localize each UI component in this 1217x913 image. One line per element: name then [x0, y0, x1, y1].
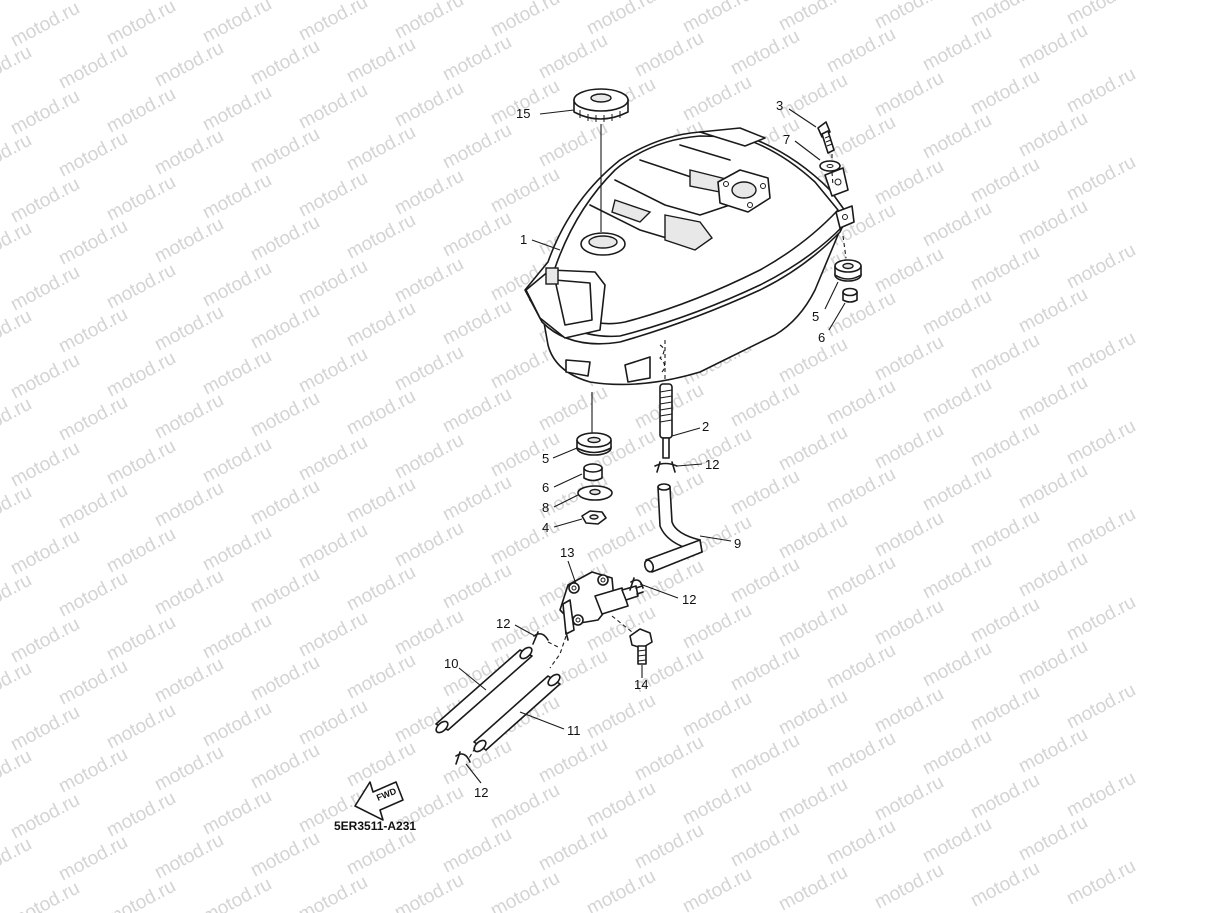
callout-numbers: 15 1 3 7 5 6 2 12 5 6 8 4 9 13 12 12 14 …	[444, 98, 825, 800]
fuel-hose-9	[643, 483, 703, 573]
hose-11	[473, 673, 561, 753]
callout-9: 9	[734, 536, 741, 551]
hose-clip-12-left	[532, 631, 549, 645]
nut-4	[581, 510, 607, 525]
callout-2: 2	[702, 419, 709, 434]
hose-clip-12-bottom	[455, 751, 471, 765]
callout-6-upper: 6	[818, 330, 825, 345]
callout-12-right: 12	[682, 592, 696, 607]
bolt-3	[817, 121, 835, 154]
fwd-arrow-icon: FWD	[354, 781, 404, 821]
callout-7: 7	[783, 132, 790, 147]
callout-8: 8	[542, 500, 549, 515]
callout-11: 11	[567, 723, 581, 738]
diagram-code: 5ER3511-A231	[334, 819, 416, 833]
hose-10	[435, 646, 533, 734]
callout-3: 3	[776, 98, 783, 113]
callout-15: 15	[516, 106, 530, 121]
hose-clip-12-right	[629, 577, 644, 591]
callout-13: 13	[560, 545, 574, 560]
callout-10: 10	[444, 656, 458, 671]
hose-clip-12-upper	[654, 461, 678, 473]
grommet-5-upper	[834, 259, 862, 282]
callout-1: 1	[520, 232, 527, 247]
callout-12-left: 12	[496, 616, 510, 631]
callout-4: 4	[542, 520, 549, 535]
leader-lines	[458, 108, 846, 784]
callout-14: 14	[634, 677, 648, 692]
callout-5-lower: 5	[542, 451, 549, 466]
washer-7	[819, 160, 841, 172]
collar-6-upper	[842, 287, 858, 303]
collar-6-lower	[583, 463, 603, 482]
callout-12-upper: 12	[705, 457, 719, 472]
callout-6-lower: 6	[542, 480, 549, 495]
grommet-5-lower	[576, 432, 612, 456]
callout-5-upper: 5	[812, 309, 819, 324]
strainer-pipe-2	[659, 383, 673, 459]
washer-8	[577, 485, 613, 501]
fuel-cap	[573, 88, 629, 122]
screw-14	[629, 628, 653, 665]
fuel-tank	[524, 127, 855, 386]
fuel-cock-13	[559, 571, 644, 641]
callout-12-bottom: 12	[474, 785, 488, 800]
